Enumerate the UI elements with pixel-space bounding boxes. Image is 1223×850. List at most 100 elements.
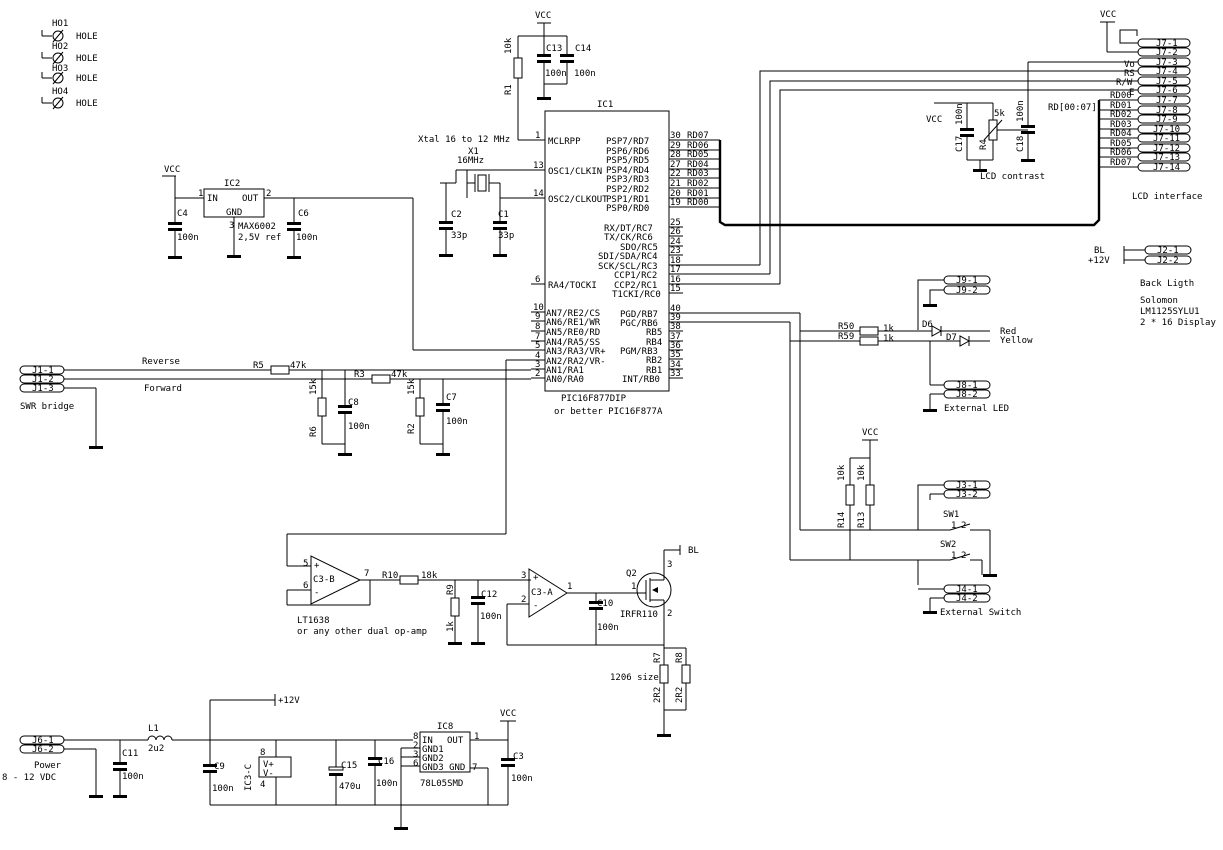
opamp-a-pin1: 1 [567, 582, 572, 592]
c6-val: 100n [296, 233, 318, 243]
d6-ref: D6 [922, 320, 933, 330]
lcd-interface-label: LCD interface [1132, 192, 1202, 202]
pin-num: 38 [670, 322, 681, 332]
pin-num: 7 [535, 332, 540, 342]
net-rw: R/W [1116, 78, 1133, 88]
pin-num: 18 [670, 256, 681, 266]
rd-net: RD07 [1110, 158, 1132, 168]
net-forward: Forward [144, 384, 182, 394]
pin-name: OSC1/CLKIN [548, 167, 602, 177]
ic8-in: IN [422, 736, 433, 746]
j6-1: J6-1 [32, 736, 54, 746]
j6-2: J6-2 [32, 745, 54, 755]
r3-val: 47k [391, 370, 408, 380]
pin-num: 25 [670, 218, 681, 228]
pin-name: PSP5/RD5 [606, 156, 649, 166]
backlight-driver: C3-B + - 5 6 7 LT1638 or any other dual … [286, 359, 699, 737]
r50-val: 1k [883, 324, 894, 334]
r2-val: 15k [407, 378, 417, 395]
hole-ref: HO1 [52, 19, 68, 29]
r6-val: 15k [309, 378, 319, 395]
rd-net: RD06 [1110, 148, 1132, 158]
j1-3: J1-3 [32, 384, 54, 394]
pin-name: PSP4/RD4 [606, 166, 649, 176]
j9-2: J9-2 [956, 286, 978, 296]
c9-val: 100n [212, 784, 234, 794]
sw2-ref: SW2 [940, 540, 956, 550]
hole-label: HOLE [76, 54, 98, 64]
switch-section: VCC 10k 10k R14 R13 J3-1 J3-2 SW1 1 2 SW… [789, 331, 1021, 618]
led-red: Red [1000, 327, 1016, 337]
c13-ref: C13 [546, 44, 562, 54]
pin-net: RD02 [687, 179, 709, 189]
ic8-out: OUT [447, 736, 464, 746]
opamp-c-ref: IC3-C [244, 764, 254, 791]
pin-name: PSP3/RD3 [606, 175, 649, 185]
hole-label: HOLE [76, 74, 98, 84]
minus-sign: - [533, 601, 538, 611]
c18-val: 100n [1016, 100, 1026, 122]
j7-pin: J7-12 [1153, 144, 1180, 154]
j8-1: J8-1 [956, 381, 978, 391]
pin-num: 2 [535, 369, 540, 379]
display-2: LM1125SYLU1 [1140, 307, 1200, 317]
ic8-gnd2: GND2 [422, 754, 444, 764]
pin-num: 26 [670, 227, 681, 237]
pin-num: 39 [670, 313, 681, 323]
pin-num: 21 [670, 179, 681, 189]
pin-num: 20 [670, 189, 681, 199]
opamp-c-vminus: V- [263, 769, 274, 779]
ic1-part: PIC16F877DIP [561, 394, 627, 404]
r4-val: 5k [994, 109, 1005, 119]
hole-label: HOLE [76, 32, 98, 42]
r59-ref: R59 [838, 332, 854, 342]
sw1-ref: SW1 [943, 510, 959, 520]
pin-name: AN7/RE2/CS [546, 309, 600, 319]
j7-pin: J7-6 [1156, 86, 1178, 96]
net-vo: Vo [1124, 60, 1135, 70]
sw1-pin1: 1 [951, 521, 956, 531]
c10-val: 100n [597, 623, 619, 633]
pin-name: CCP1/RC2 [614, 271, 657, 281]
j2-1: J2-1 [1157, 246, 1179, 256]
pin-num: 19 [670, 198, 681, 208]
power-range-label: 8 - 12 VDC [2, 773, 56, 783]
c17-ref: C17 [955, 136, 965, 152]
c7-val: 100n [446, 417, 468, 427]
ic8-gnd3: GND3 GND [422, 763, 465, 773]
c13-val: 100n [545, 69, 567, 79]
opamp-note-1: LT1638 [297, 616, 330, 626]
ic2-gnd: GND [226, 208, 242, 218]
pin-num: 30 [670, 131, 681, 141]
pin-num: 17 [670, 265, 681, 275]
hole-ref: HO3 [52, 64, 68, 74]
power-label: Power [34, 761, 62, 771]
c16-val: 100n [376, 779, 398, 789]
x1-val: 16MHz [457, 156, 484, 166]
c14-val: 100n [574, 69, 596, 79]
opamp-c-pin8: 8 [260, 748, 265, 758]
ic8-pin: 3 [413, 750, 418, 760]
c10-ref: C10 [597, 599, 613, 609]
pin-name: AN3/RA3/VR+ [546, 347, 606, 357]
pin-name: RB4 [646, 338, 662, 348]
ext-led-label: External LED [944, 404, 1009, 414]
pin-name: PSP1/RD1 [606, 195, 649, 205]
opamp-a-ref: C3-A [531, 588, 553, 598]
swr-label: SWR bridge [20, 402, 74, 412]
pin-num: 4 [535, 351, 540, 361]
pin-net: RD06 [687, 141, 709, 151]
crystal-network: Xtal 16 to 12 MHz X1 16MHz C2 33p C1 33p [418, 135, 531, 257]
pin-num: 14 [533, 189, 544, 199]
ic2-out: OUT [242, 194, 259, 204]
r13-val: 10k [857, 464, 867, 481]
opamp-a-pin2: 2 [521, 595, 526, 605]
r10-val: 18k [421, 571, 438, 581]
j7-pin: J7-8 [1156, 106, 1178, 116]
pin-net: RD03 [687, 169, 709, 179]
pin-net: RD01 [687, 189, 709, 199]
hole-label: HOLE [76, 99, 98, 109]
minus-sign: - [314, 588, 319, 598]
r50-ref: R50 [838, 322, 854, 332]
hole-ho4: HO4 HOLE [41, 87, 98, 110]
